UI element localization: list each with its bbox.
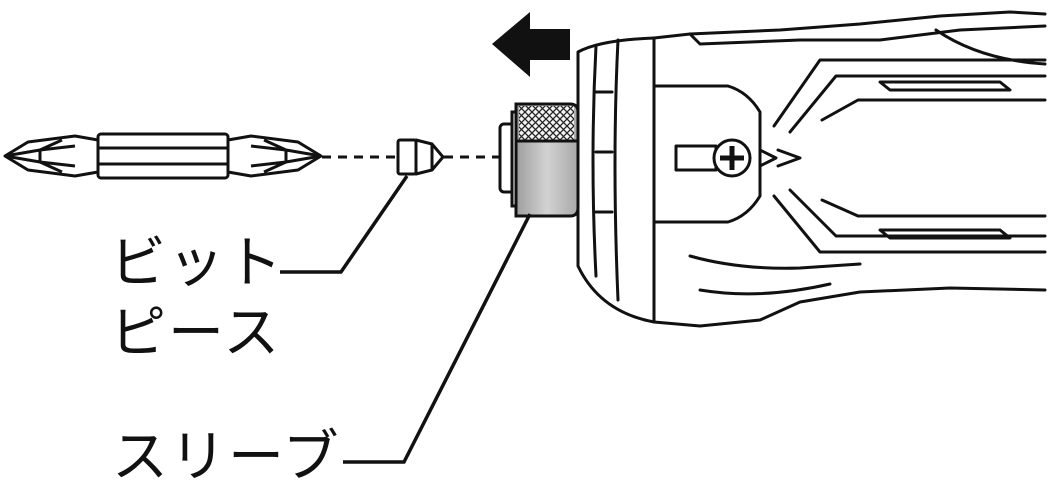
tool-body	[576, 10, 1047, 328]
phillips-screw-icon	[712, 138, 752, 178]
sleeve	[498, 102, 580, 218]
bit-piece	[396, 138, 445, 176]
label-bit-piece-line1: ビット	[110, 231, 284, 296]
sleeve-leader-line	[343, 213, 532, 464]
label-sleeve: スリーブ	[112, 425, 341, 490]
bit-piece-leader-line	[280, 175, 409, 274]
label-bit-piece-line2: ピース	[110, 301, 282, 366]
arrow-left-icon	[492, 12, 570, 77]
driver-bit	[3, 132, 323, 180]
